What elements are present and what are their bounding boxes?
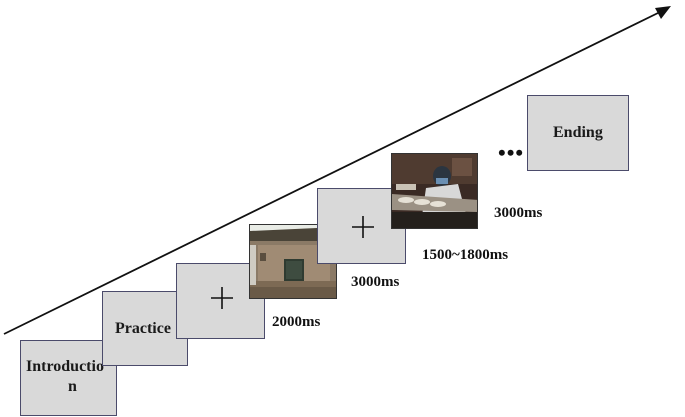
ending-label: Ending	[553, 124, 603, 141]
timing-label-fixation-1: 2000ms	[272, 314, 321, 330]
timing-label-worker-image: 3000ms	[494, 205, 543, 221]
introduction-screen: Introductio n	[20, 340, 117, 416]
timing-label-fixation-2: 1500~1800ms	[422, 247, 509, 263]
fixation-cross-2	[352, 216, 374, 238]
introduction-label-line2: n	[68, 378, 77, 395]
practice-label: Practice	[115, 320, 171, 337]
practice-screen: Practice	[102, 291, 188, 366]
timing-label-house-image: 3000ms	[351, 274, 400, 290]
worker-photo-illustration	[392, 154, 477, 228]
worker-image	[391, 153, 478, 229]
ending-screen: Ending	[527, 95, 629, 171]
continuation-dots: •••	[498, 140, 525, 165]
introduction-label: Introductio n	[26, 357, 116, 397]
introduction-label-line1: Introductio	[26, 358, 104, 375]
fixation-cross-1	[211, 287, 233, 309]
